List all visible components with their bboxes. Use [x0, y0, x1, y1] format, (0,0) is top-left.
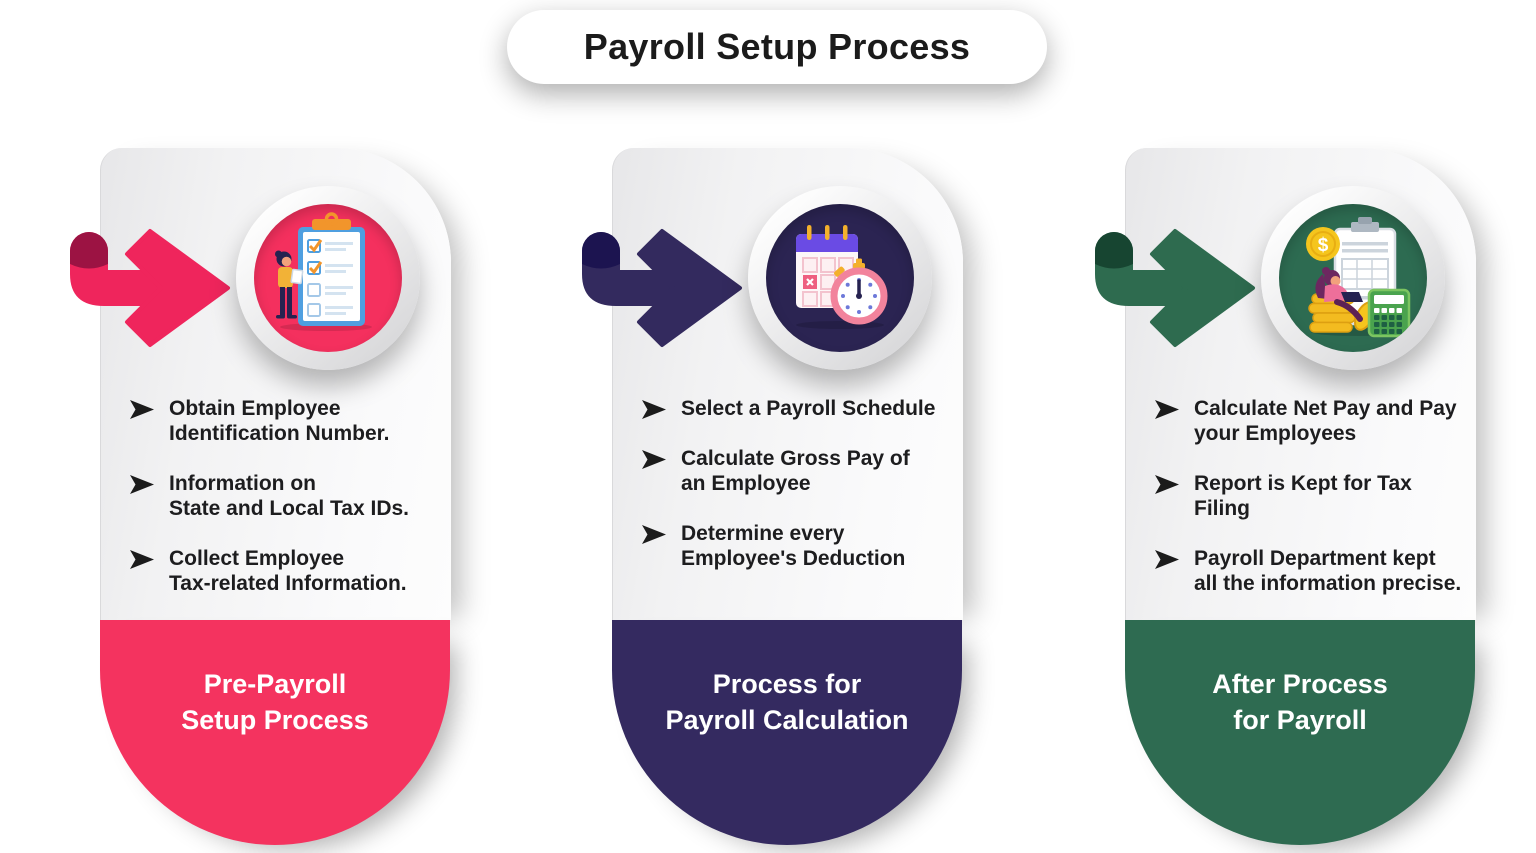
bullet-item: Select a Payroll Schedule	[642, 396, 954, 421]
step-card-after-payroll: $	[1095, 148, 1476, 845]
bullet-item: Report is Kept for Tax Filing	[1155, 471, 1467, 521]
icon-circle	[254, 204, 402, 352]
arrowhead-bullet-icon	[130, 550, 154, 569]
step-card-pre-payroll: Obtain Employee Identification Number. I…	[70, 148, 451, 845]
arrowhead-bullet-icon	[130, 400, 154, 419]
arrowhead-bullet-icon	[130, 475, 154, 494]
card-footer: Pre-Payroll Setup Process	[100, 620, 450, 845]
bullet-list: Calculate Net Pay and Pay your Employees…	[1155, 396, 1467, 621]
page-title: Payroll Setup Process	[583, 26, 971, 67]
bullet-text: Collect Employee Tax-related Information…	[169, 547, 407, 595]
icon-circle	[766, 204, 914, 352]
step-title: Process for Payroll Calculation	[665, 669, 909, 735]
ribbon-arrow-icon	[70, 229, 230, 347]
bullet-item: Determine every Employee's Deduction	[642, 521, 954, 571]
person-checklist-illustration	[275, 212, 372, 331]
bullet-text: Payroll Department kept all the informat…	[1194, 547, 1462, 595]
arrowhead-bullet-icon	[642, 400, 666, 419]
bullet-item: Obtain Employee Identification Number.	[130, 396, 442, 446]
bullet-item: Information on State and Local Tax IDs.	[130, 471, 442, 521]
icon-circle: $	[1279, 204, 1427, 352]
arrowhead-bullet-icon	[1155, 475, 1179, 494]
step-title: After Process for Payroll	[1212, 669, 1388, 735]
bullet-text: Calculate Net Pay and Pay your Employees	[1194, 397, 1457, 445]
bullet-text: Determine every Employee's Deduction	[681, 522, 906, 570]
bullet-item: Payroll Department kept all the informat…	[1155, 546, 1467, 596]
card-footer: Process for Payroll Calculation	[612, 620, 962, 845]
bullet-item: Calculate Gross Pay of an Employee	[642, 446, 954, 496]
svg-text:$: $	[1318, 235, 1329, 256]
bullet-text: Select a Payroll Schedule	[681, 397, 936, 420]
card-footer: After Process for Payroll	[1125, 620, 1475, 845]
arrowhead-bullet-icon	[1155, 400, 1179, 419]
arrowhead-bullet-icon	[1155, 550, 1179, 569]
bullet-list: Select a Payroll Schedule Calculate Gros…	[642, 396, 954, 596]
step-title: Pre-Payroll Setup Process	[181, 669, 369, 735]
bullet-text: Obtain Employee Identification Number.	[169, 397, 390, 445]
ribbon-arrow-icon	[1095, 229, 1255, 347]
icon-ring	[236, 186, 420, 370]
ribbon-arrow-icon	[582, 229, 742, 347]
arrowhead-bullet-icon	[642, 450, 666, 469]
bullet-list: Obtain Employee Identification Number. I…	[130, 396, 442, 621]
payday-report-calculator-illustration: $	[1306, 217, 1411, 338]
icon-ring: $	[1261, 186, 1445, 370]
bullet-text: Report is Kept for Tax Filing	[1194, 472, 1412, 520]
bullet-item: Collect Employee Tax-related Information…	[130, 546, 442, 596]
bullet-item: Calculate Net Pay and Pay your Employees	[1155, 396, 1467, 446]
icon-ring	[748, 186, 932, 370]
calendar-stopwatch-illustration	[796, 225, 888, 329]
arrowhead-bullet-icon	[642, 525, 666, 544]
step-card-payroll-calculation: Select a Payroll Schedule Calculate Gros…	[582, 148, 963, 845]
bullet-text: Information on State and Local Tax IDs.	[169, 472, 410, 520]
title-pill: Payroll Setup Process	[507, 10, 1047, 84]
bullet-text: Calculate Gross Pay of an Employee	[681, 447, 910, 495]
